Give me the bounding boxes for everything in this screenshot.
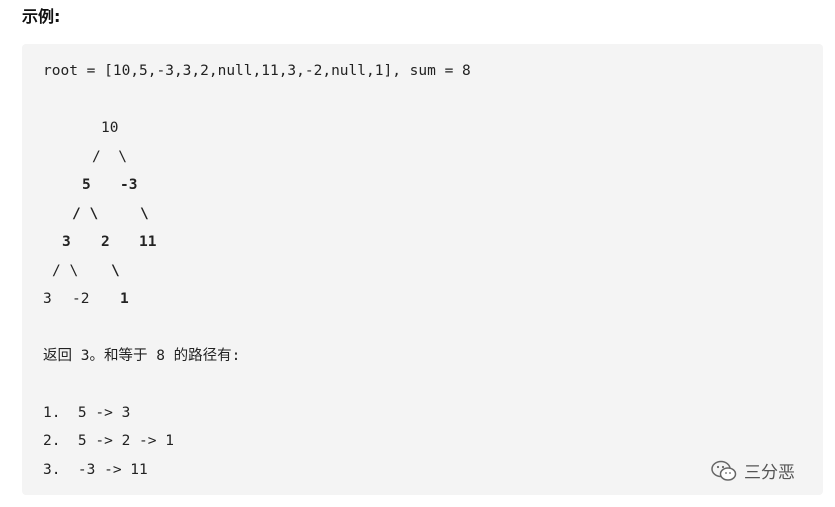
path-item-2: 2. 5 -> 2 -> 1 [43,433,174,449]
tree-edges-row4-left: / \ [72,206,99,222]
tree-node-5: 5 [82,177,91,193]
watermark-text: 三分恶 [744,463,795,483]
tree-edges-row2: / \ [92,149,127,165]
wechat-icon [710,459,738,483]
input-line: root = [10,5,-3,3,2,null,11,3,-2,null,1]… [43,63,471,79]
watermark: 三分恶 [710,458,795,483]
tree-node-2: 2 [101,234,110,250]
tree-leaf-1: 1 [120,291,129,307]
path-item-3: 3. -3 -> 11 [43,462,148,478]
tree-node-minus3: -3 [120,177,138,193]
tree-leaf-3: 3 [43,291,52,307]
tree-edges-row6-left: / \ [52,263,79,279]
tree-node-10: 10 [101,120,119,136]
example-heading: 示例: [22,7,61,26]
path-item-1: 1. 5 -> 3 [43,405,131,421]
tree-node-11: 11 [139,234,157,250]
tree-edges-row4-right: \ [140,206,149,222]
code-block: root = [10,5,-3,3,2,null,11,3,-2,null,1]… [22,44,823,495]
tree-node-3: 3 [62,234,71,250]
tree-edges-row6-right: \ [111,263,120,279]
result-line: 返回 3。和等于 8 的路径有: [43,348,241,364]
tree-leaf-minus2: -2 [72,291,90,307]
